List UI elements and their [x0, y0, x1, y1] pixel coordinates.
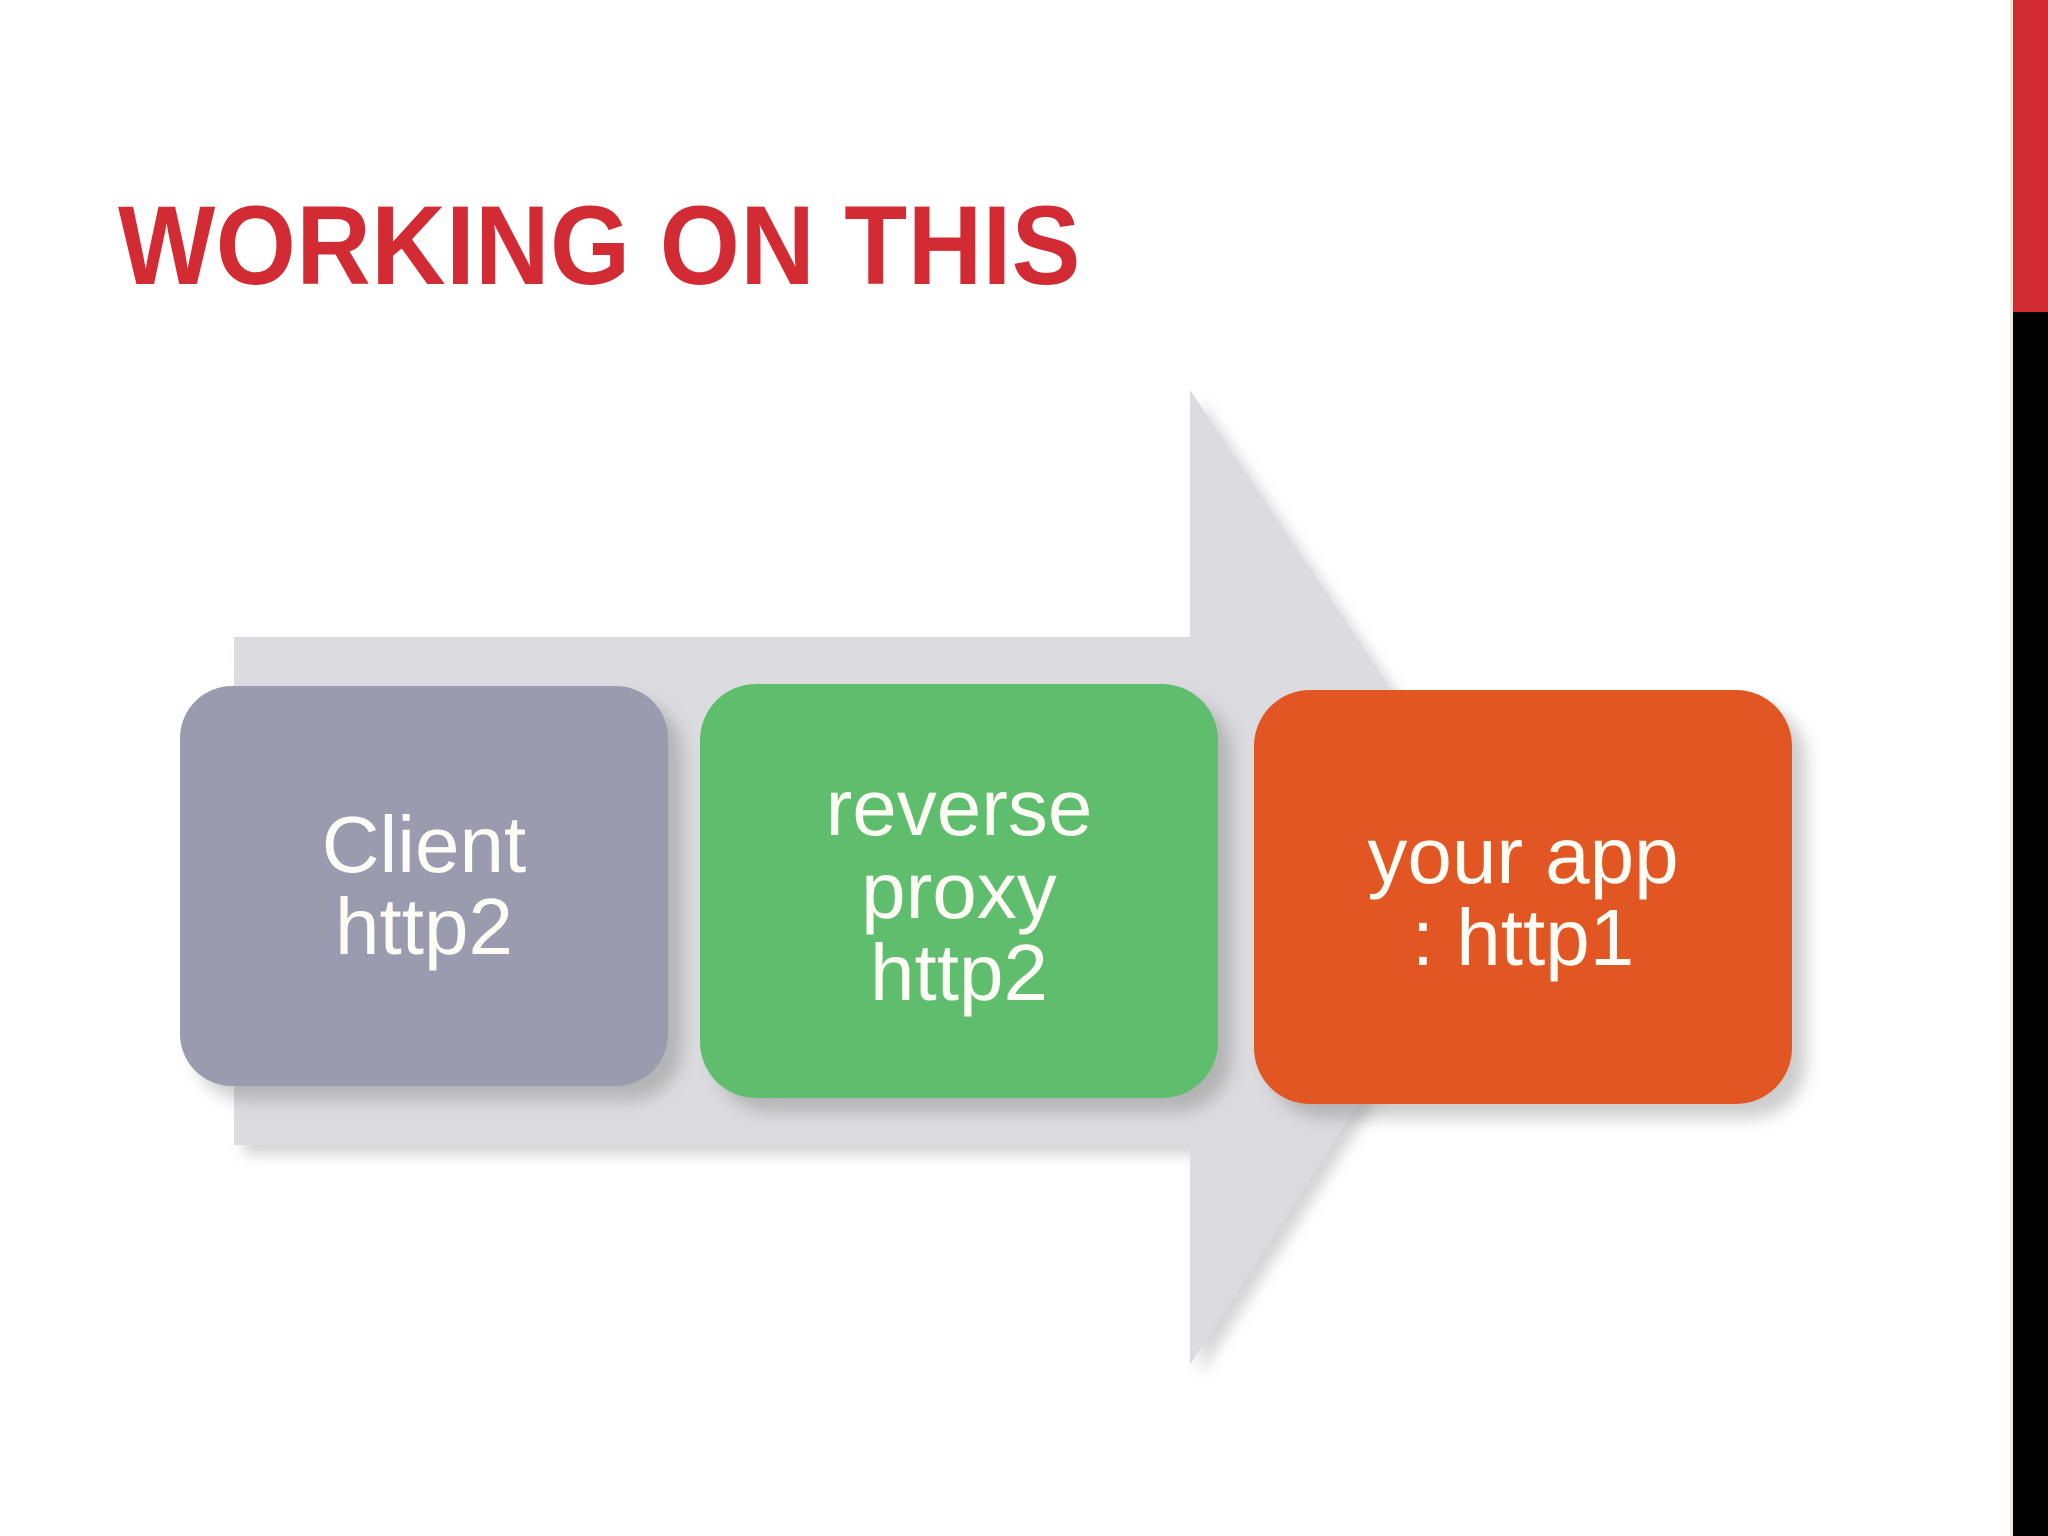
page-title: Working on this: [118, 183, 1081, 308]
stage-label-client: Client http2: [321, 799, 527, 971]
stage-box-reverse-proxy[interactable]: reverse proxy http2: [700, 684, 1218, 1098]
stage-box-client[interactable]: Client http2: [180, 686, 668, 1086]
edge-accent-bar-black: [2013, 312, 2048, 1536]
edge-accent-bar-red: [2013, 0, 2048, 312]
stage-box-your-app[interactable]: your app : http1: [1254, 690, 1792, 1104]
stage-label-reverse-proxy: reverse proxy http2: [825, 763, 1093, 1018]
stage-label-your-app: your app : http1: [1367, 810, 1679, 982]
edge-hairline-divider: [2010, 0, 2013, 1536]
